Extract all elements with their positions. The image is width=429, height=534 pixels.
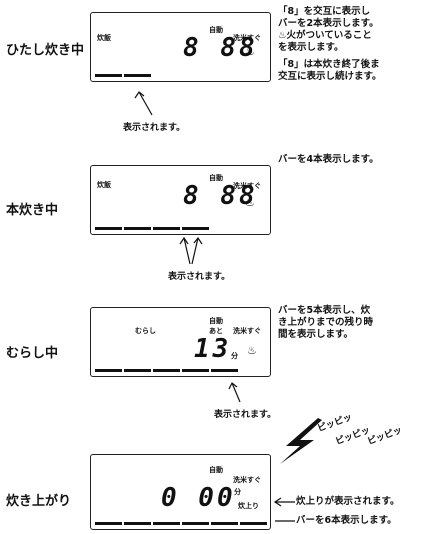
progress-bar (182, 227, 209, 230)
progress-bar (240, 522, 267, 525)
progress-bar (124, 369, 151, 372)
progress-bar (95, 74, 122, 77)
progress-bar (95, 522, 122, 525)
note-done-2: バーを6本表示します。 (296, 515, 397, 527)
lcd-label-auto: 自動 (209, 466, 223, 474)
lcd-digits: 0 00 (161, 483, 236, 513)
note-line: バーを2本表示します。 (278, 18, 379, 29)
flame-icon: ♨ (245, 196, 255, 209)
progress-bar (95, 227, 122, 230)
displayed-label: 表示されます。 (123, 123, 186, 133)
lcd-label-steam: むらし (135, 327, 156, 335)
lcd-digits: 13 (194, 334, 232, 364)
note-line: 「8」は本炊き終了後ま (278, 59, 380, 70)
lcd-digits: 8 88 (183, 181, 258, 211)
stage-label-soaking: ひたし炊き中 (6, 43, 85, 58)
note-soaking: 「8」を交互に表示し バーを2本表示します。 ♨火がついていること を表示します… (278, 6, 382, 83)
note-done-1: 炊上りが表示されます。 (296, 496, 400, 508)
displayed-label: 表示されます。 (214, 410, 277, 420)
progress-bar (182, 522, 209, 525)
stage-label-steaming: むらし中 (6, 346, 59, 361)
note-line: 炊上りが表示されます。 (296, 496, 400, 507)
note-line: 交互に表示し続けます。 (278, 71, 382, 82)
lcd-label-auto: 自動 (209, 317, 223, 325)
lcd-digits: 8 88 (183, 33, 258, 63)
displayed-label: 表示されます。 (168, 272, 231, 282)
note-steaming: バーを5本表示し、炊 き上がりまでの残り時 間を表示します。 (278, 305, 373, 341)
lcd-panel-main-cook: 炊飯 自動 洗米すぐ 8 88 ♨ (90, 165, 271, 235)
lcd-panel-steaming: むらし 自動 あと 洗米すぐ 13 分 ♨ (90, 307, 271, 377)
lcd-label-wash: 洗米すぐ (233, 327, 261, 335)
note-line: 「8」を交互に表示し (278, 6, 371, 17)
note-line: バーを4本表示します。 (278, 154, 379, 165)
progress-bar (95, 369, 122, 372)
lightning-icon (280, 418, 322, 464)
note-line: バーを6本表示します。 (296, 515, 397, 526)
note-line: き上がりまでの残り時 (278, 317, 374, 328)
note-line: 間を表示します。 (278, 329, 354, 340)
progress-bar (124, 227, 151, 230)
progress-bar (124, 74, 151, 77)
progress-bar (211, 369, 238, 372)
progress-bar (211, 522, 238, 525)
stage-label-main-cook: 本炊き中 (6, 203, 59, 218)
lcd-label-cook: 炊飯 (97, 181, 111, 189)
lcd-label-minutes: 分 (234, 488, 241, 496)
lcd-label-wash: 洗米すぐ (233, 34, 261, 42)
lcd-label-done: 炊上り (238, 502, 259, 510)
lcd-label-cook: 炊飯 (97, 34, 111, 42)
note-line: バーを5本表示し、炊 (278, 305, 371, 316)
lcd-panel-done: 自動 洗米すぐ 0 00 分 炊上り (90, 454, 271, 530)
flame-icon: ♨ (247, 344, 257, 357)
progress-bar (182, 369, 209, 372)
lcd-label-minutes: 分 (231, 352, 238, 360)
lcd-label-wash: 洗米すぐ (233, 182, 261, 190)
note-line: を表示します。 (278, 42, 344, 53)
progress-bar (153, 522, 180, 525)
note-line: ♨火がついていること (278, 30, 372, 41)
lcd-label-auto: 自動 (209, 174, 223, 182)
progress-bar (153, 369, 180, 372)
lcd-label-auto: 自動 (209, 26, 223, 34)
note-main-cook: バーを4本表示します。 (278, 154, 379, 166)
flame-icon: ♨ (245, 45, 255, 58)
stage-label-done: 炊き上がり (6, 494, 72, 509)
progress-bar (153, 227, 180, 230)
lcd-label-remaining: あと (209, 327, 223, 335)
lcd-panel-soaking: 炊飯 自動 洗米すぐ 8 88 ♨ (90, 12, 271, 82)
progress-bar (124, 522, 151, 525)
lcd-label-wash: 洗米すぐ (233, 476, 261, 484)
